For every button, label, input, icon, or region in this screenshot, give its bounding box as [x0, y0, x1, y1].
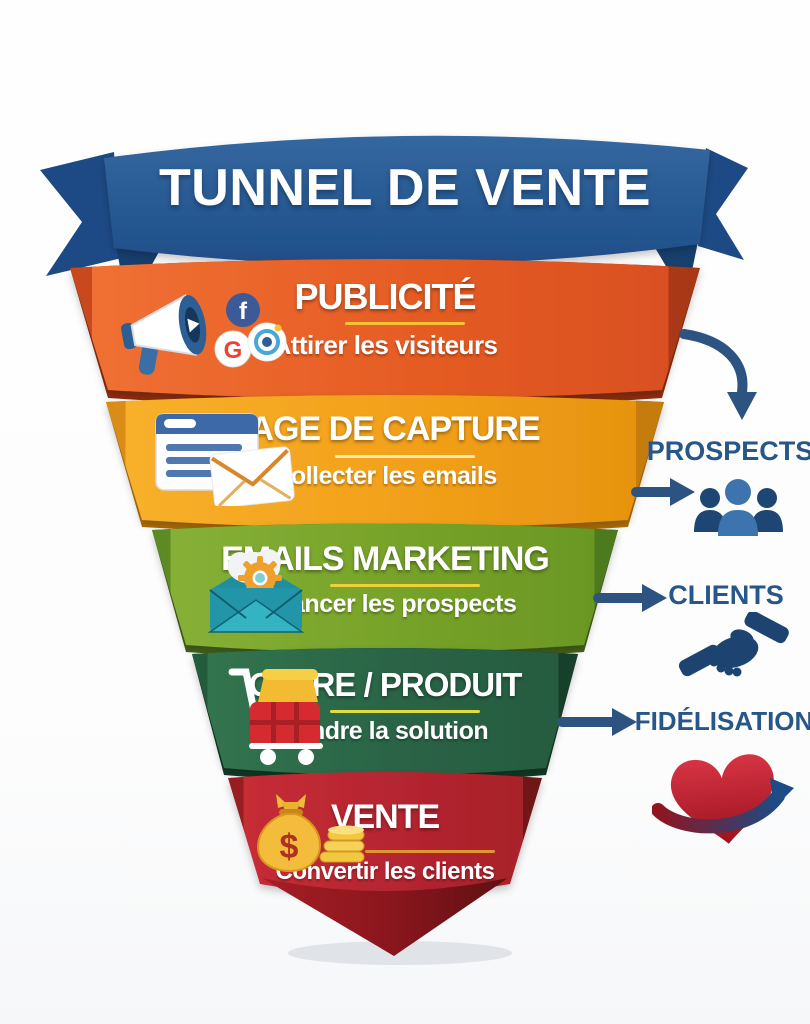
envelope-gear-icon	[207, 549, 305, 633]
envelope-creases	[217, 478, 292, 506]
handshake-finger	[724, 666, 734, 676]
handshake-left-arm	[678, 644, 722, 677]
clients-label: CLIENTS	[668, 580, 784, 610]
shopping-cart-icon	[228, 668, 323, 765]
person-right	[751, 488, 783, 532]
heart-shape	[671, 754, 774, 844]
arrowhead-down-icon	[727, 392, 757, 420]
arrowhead-right-icon	[642, 584, 667, 612]
camera-lens	[262, 337, 272, 347]
arrowhead-right-icon	[612, 708, 637, 736]
stage-2-underline	[335, 455, 475, 458]
people-group-icon	[694, 479, 783, 536]
form-envelope-icon	[155, 413, 295, 506]
ribbon-right-tail	[698, 148, 748, 260]
stage-5-title: VENTE	[330, 798, 440, 836]
connector-arrows	[557, 329, 748, 727]
swoosh-arrow	[652, 789, 785, 834]
cart-gold-bag	[258, 676, 318, 702]
ground-shadow	[288, 941, 512, 965]
stage-4-title: OFFRE / PRODUIT	[248, 666, 523, 703]
envelope-icon	[209, 446, 295, 506]
cart-wheel	[298, 749, 314, 765]
heart-loyalty-icon	[652, 754, 794, 844]
ribbon-band	[104, 135, 710, 266]
stage-4-underline	[330, 710, 480, 713]
megaphone-speaker-triangle	[187, 318, 200, 333]
handshake-finger	[732, 667, 742, 677]
money-bag-icon: $	[256, 794, 365, 873]
envelope-front-fold	[207, 599, 305, 633]
swoosh-arrowhead	[770, 778, 794, 808]
handshake-icon	[678, 612, 789, 677]
form-header-pill	[164, 419, 196, 428]
envelope-fold-lines	[209, 589, 303, 619]
camera-lens-ring	[254, 329, 280, 355]
arrow-curved-to-prospects	[679, 329, 748, 397]
stage-3-underline	[330, 584, 480, 587]
prospects-label: PROSPECTS	[646, 436, 810, 466]
person-center	[718, 479, 758, 536]
stage-5-underline	[365, 850, 495, 853]
stage-1-title-text: PUBLICITÉ	[294, 276, 476, 317]
stage-2-title: PAGE DE CAPTURE	[230, 410, 540, 448]
envelope-flap	[210, 449, 289, 487]
coin-stack-icon	[319, 825, 365, 863]
social-icons: f G	[214, 293, 287, 368]
cart-wheel	[260, 749, 276, 765]
facebook-letter: f	[239, 298, 248, 325]
stage-5-point	[262, 878, 508, 956]
dollar-sign: $	[280, 828, 299, 866]
arrowhead-right-icon	[670, 478, 695, 506]
facebook-icon	[226, 293, 260, 327]
stage-2-subtitle: Collecter les emails	[273, 462, 497, 490]
arrow-heads	[612, 392, 757, 736]
cart-basket-grid	[250, 702, 320, 746]
google-letter: G	[224, 337, 243, 364]
handshake-finger	[716, 663, 726, 673]
stage-1-title: PUBLICITÉ	[35, 276, 735, 318]
handshake-finger	[709, 657, 719, 667]
fidelisation-label: FIDÉLISATION	[634, 706, 810, 736]
stage-1-underline	[345, 322, 465, 325]
megaphone-icon: f G	[121, 293, 287, 375]
stage-5-subtitle: Convertir les clients	[275, 858, 495, 885]
camera-dot	[274, 324, 282, 332]
stage-3-title: EMAILS MARKETING	[221, 540, 550, 578]
handshake-right-arm	[744, 612, 789, 644]
cart-gold-bag-rim	[262, 669, 318, 680]
person-left	[694, 488, 726, 532]
banner-title: TUNNEL DE VENTE	[159, 159, 651, 217]
bag-body	[256, 813, 322, 873]
stage-1-subtitle: Attirer les visiteurs	[272, 330, 498, 360]
ribbon-left-tail	[40, 152, 122, 276]
handshake-top-hand	[730, 629, 754, 647]
